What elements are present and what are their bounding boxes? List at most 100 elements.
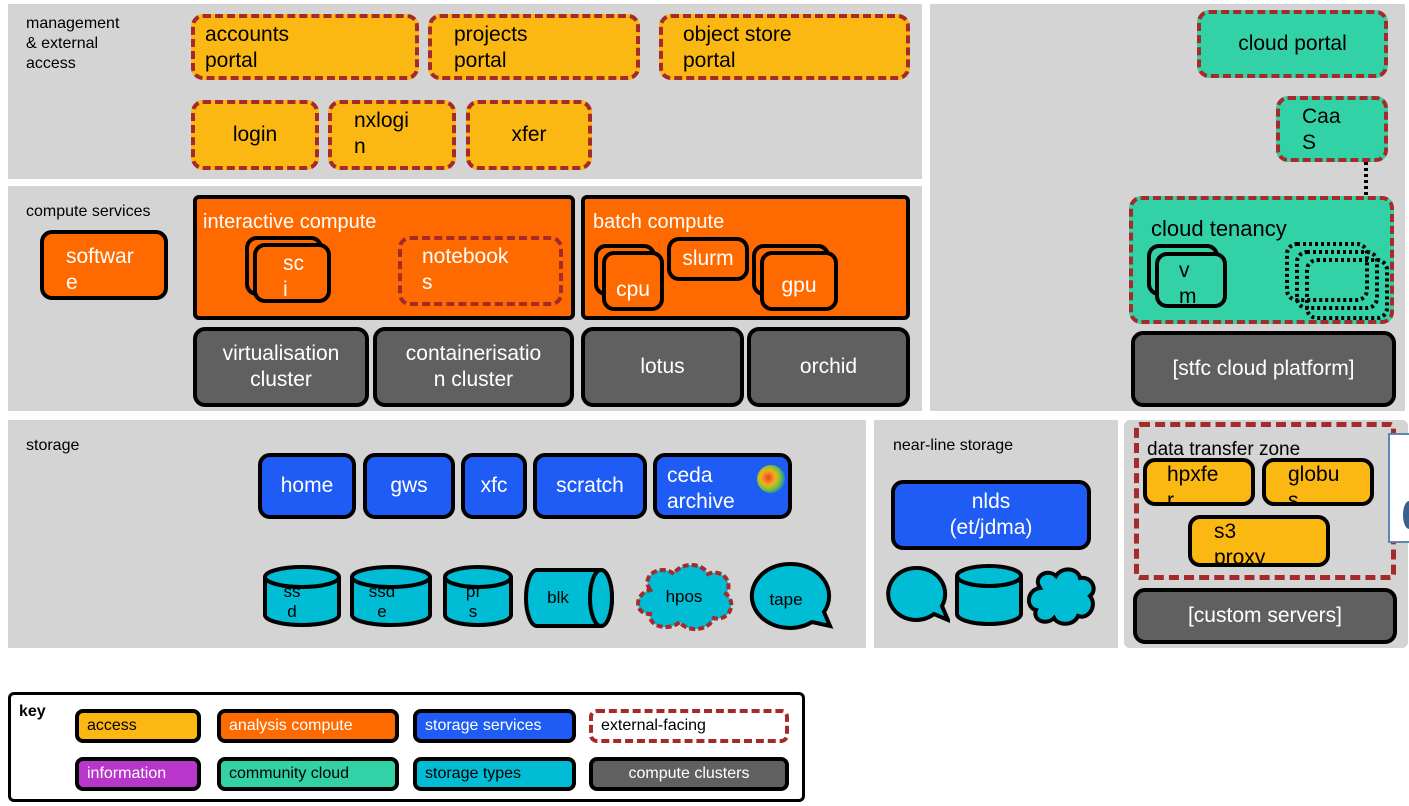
cpu-node: cpu	[602, 251, 664, 311]
legend-title: key	[19, 703, 46, 720]
xfc-service: xfc	[461, 453, 527, 519]
ssde-cylinder	[350, 565, 432, 627]
ceda-archive-label: ceda archive	[667, 464, 735, 513]
batch-compute-title: batch compute	[593, 211, 725, 233]
nearline-section-label: near-line storage	[893, 437, 1014, 454]
home-label: home	[280, 474, 334, 497]
hpos-label: hpos	[665, 587, 703, 606]
nlds-label: nlds (et/jdma)	[949, 490, 1033, 539]
hpxfer-node: hpxfe r	[1143, 458, 1255, 506]
sci-label: sc i	[283, 252, 304, 301]
legend-analysis-label: analysis compute	[229, 717, 353, 734]
legend-storage-services-label: storage services	[425, 717, 542, 734]
legend-storage-types-label: storage types	[425, 765, 522, 782]
notebooks-box: notebook s	[398, 236, 563, 306]
gpu-node: gpu	[760, 251, 838, 311]
accounts-portal-label: accounts portal	[205, 23, 290, 72]
nxlogin-node: nxlogi n	[328, 100, 456, 170]
lotus-label: lotus	[640, 355, 685, 378]
vm-placeholder-icon	[1285, 242, 1389, 320]
orchid-label: orchid	[799, 355, 858, 378]
containerisation-cluster: containerisatio n cluster	[373, 327, 574, 407]
caas-box: Caa S	[1276, 96, 1388, 162]
slurm-label: slurm	[682, 247, 734, 270]
xfer-node: xfer	[466, 100, 592, 170]
pfs-cylinder	[443, 565, 513, 627]
blk-label: blk	[547, 588, 569, 607]
login-node: login	[191, 100, 319, 170]
legend-external-facing: external-facing	[589, 709, 789, 743]
cloud-portal-label: cloud portal	[1238, 32, 1347, 55]
virtualisation-cluster: virtualisation cluster	[193, 327, 369, 407]
gws-service: gws	[363, 453, 455, 519]
legend-clusters-label: compute clusters	[628, 765, 750, 782]
nearline-disk-cylinder	[955, 564, 1023, 626]
custom-servers-label: [custom servers]	[1187, 604, 1343, 627]
vm-node: v m	[1155, 252, 1227, 308]
gws-label: gws	[390, 474, 428, 497]
legend: key access analysis compute storage serv…	[8, 692, 805, 802]
globus-label: globu s	[1288, 463, 1340, 506]
projects-portal-label: projects portal	[454, 23, 528, 72]
legend-access: access	[75, 709, 201, 743]
ceda-archive: ceda archive	[653, 453, 792, 519]
management-section-label: management & external access	[26, 15, 120, 72]
notebooks-label: notebook s	[422, 245, 509, 294]
globe-icon	[757, 465, 785, 493]
tape-shape	[749, 561, 834, 630]
legend-information-label: information	[87, 765, 167, 782]
virtualisation-label: virtualisation cluster	[222, 342, 340, 391]
blk-cylinder	[524, 568, 614, 628]
sci-node: sc i	[253, 243, 331, 303]
stfc-cloud-platform: [stfc cloud platform]	[1131, 331, 1396, 407]
lotus-cluster: lotus	[581, 327, 744, 407]
scratch-label: scratch	[556, 474, 624, 497]
projects-portal: projects portal	[428, 14, 640, 80]
object-store-portal-label: object store portal	[683, 23, 792, 72]
nearline-cloud-shape	[1027, 567, 1096, 626]
xfer-label: xfer	[511, 123, 547, 146]
storage-section-label: storage	[26, 437, 80, 454]
cpu-label: cpu	[616, 278, 650, 301]
legend-compute-clusters: compute clusters	[589, 757, 789, 791]
scratch-service: scratch	[533, 453, 647, 519]
nlds-service: nlds (et/jdma)	[891, 480, 1091, 550]
s3proxy-node: s3 proxy	[1188, 515, 1330, 567]
pfs-label: pf s	[465, 582, 481, 621]
hpxfer-label: hpxfe r	[1167, 463, 1219, 506]
software-box: softwar e	[40, 230, 168, 300]
nxlogin-label: nxlogi n	[354, 109, 409, 158]
legend-access-label: access	[87, 717, 137, 734]
partial-image-icon	[1388, 433, 1409, 543]
globus-node: globu s	[1262, 458, 1374, 506]
legend-community-cloud: community cloud	[217, 757, 399, 791]
compute-section-label: compute services	[26, 203, 151, 220]
custom-servers: [custom servers]	[1133, 588, 1397, 644]
legend-storage-types: storage types	[413, 757, 576, 791]
object-store-portal: object store portal	[659, 14, 910, 80]
transfer-zone-title: data transfer zone	[1147, 439, 1301, 460]
login-label: login	[232, 123, 278, 146]
containerisation-label: containerisatio n cluster	[405, 342, 542, 391]
orchid-cluster: orchid	[747, 327, 910, 407]
legend-analysis-compute: analysis compute	[217, 709, 399, 743]
hpos-cloud	[636, 563, 734, 631]
accounts-portal: accounts portal	[191, 14, 419, 80]
cloud-tenancy-title: cloud tenancy	[1151, 216, 1287, 241]
vm-label: v m	[1179, 259, 1197, 308]
s3proxy-label: s3 proxy	[1214, 520, 1266, 567]
gpu-label: gpu	[781, 274, 817, 297]
interactive-compute-title: interactive compute	[203, 211, 377, 233]
slurm-node: slurm	[667, 237, 749, 281]
cloud-portal: cloud portal	[1197, 10, 1388, 78]
legend-storage-services: storage services	[413, 709, 576, 743]
ssde-label: ssd e	[368, 582, 396, 621]
home-service: home	[258, 453, 356, 519]
software-label: softwar e	[66, 245, 134, 294]
nearline-tape-shape	[886, 565, 950, 624]
xfc-label: xfc	[480, 474, 508, 497]
caas-label: Caa S	[1302, 105, 1341, 154]
legend-information: information	[75, 757, 201, 791]
legend-external-label: external-facing	[601, 717, 706, 734]
stfc-cloud-platform-label: [stfc cloud platform]	[1172, 357, 1355, 380]
